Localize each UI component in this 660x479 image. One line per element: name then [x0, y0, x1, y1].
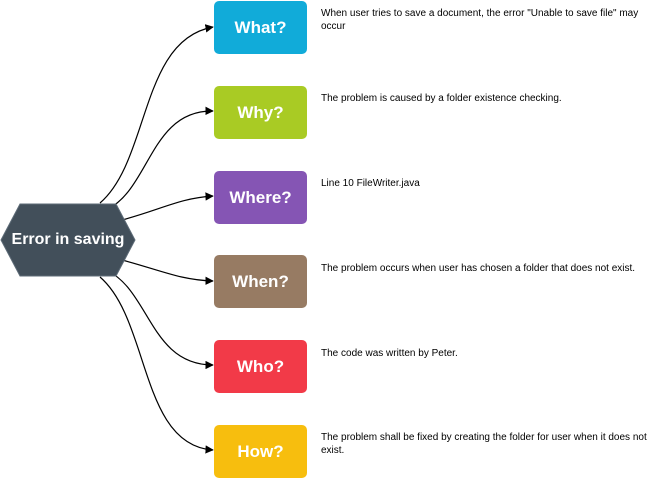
- connector-what: [99, 24, 214, 204]
- how-note: The problem shall be fixed by creating t…: [321, 432, 647, 456]
- hexagon-shape: [0, 203, 136, 277]
- what-box: What?: [214, 1, 307, 54]
- central-hexagon: Error in saving: [0, 203, 136, 277]
- central-hexagon-label: Error in saving: [11, 231, 125, 248]
- where-box: Where?: [214, 171, 307, 224]
- how-box: How?: [214, 425, 307, 478]
- connector-when: [121, 259, 214, 285]
- when-box: When?: [214, 255, 307, 308]
- where-note: Line 10 FileWriter.java: [321, 178, 420, 189]
- why-box: Why?: [214, 86, 307, 139]
- what-note: When user tries to save a document, the …: [321, 8, 639, 32]
- who-box: Who?: [214, 340, 307, 393]
- why-note: The problem is caused by a folder existe…: [321, 93, 562, 104]
- who-note: The code was written by Peter.: [321, 348, 458, 359]
- when-note: The problem occurs when user has chosen …: [321, 263, 636, 274]
- connector-why: [105, 106, 214, 211]
- connector-where: [121, 192, 214, 221]
- connector-how: [99, 276, 214, 454]
- connector-who: [105, 269, 214, 370]
